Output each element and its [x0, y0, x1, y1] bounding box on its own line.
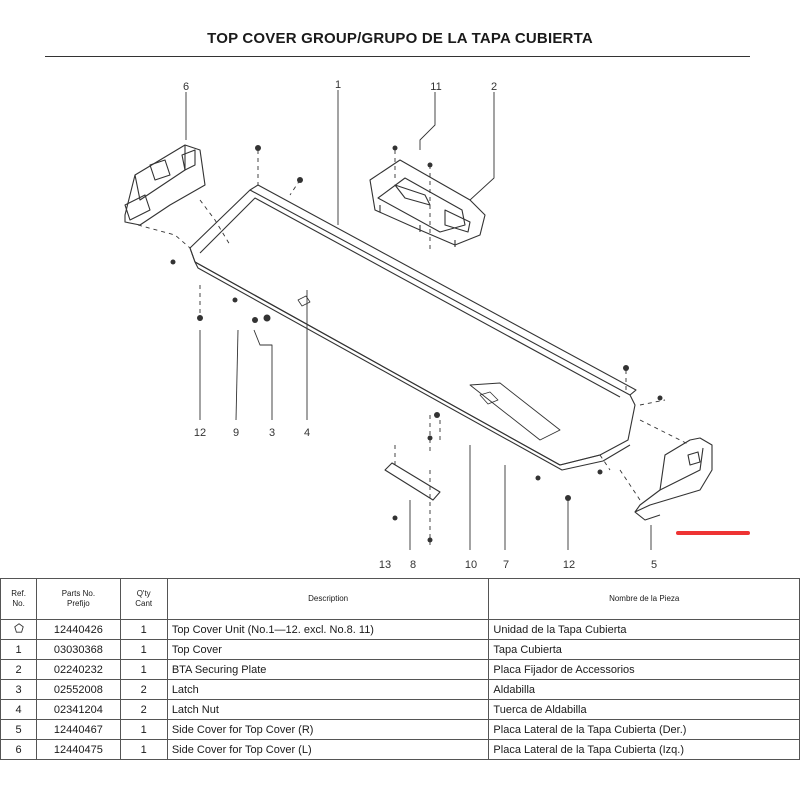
cell-nombre: Aldabilla: [488, 679, 800, 700]
latch-plate: [384, 462, 441, 501]
cell-qty: 2: [119, 699, 168, 720]
callout-12-right: 12: [563, 559, 575, 571]
table-row: 2 02240232 1 BTA Securing Plate Placa Fi…: [0, 659, 800, 680]
cell-qty: 1: [119, 719, 168, 740]
header-part-no: Parts No.Prefijo: [36, 578, 121, 620]
cell-part-no: 12440426: [36, 619, 121, 640]
cell-nombre: Placa Fijador de Accessorios: [488, 659, 800, 680]
cell-part-no: 12440475: [36, 739, 121, 760]
cell-description: Side Cover for Top Cover (L): [166, 739, 490, 760]
cell-ref: 5: [0, 719, 38, 740]
cell-qty: 2: [119, 679, 168, 700]
callout-3: 3: [269, 427, 275, 439]
cell-ref: 2: [0, 659, 38, 680]
cell-qty: 1: [119, 619, 168, 640]
cell-part-no: 02552008: [36, 679, 121, 700]
cell-ref: [0, 619, 38, 640]
cell-nombre: Placa Lateral de la Tapa Cubierta (Der.): [488, 719, 800, 740]
title-underline: [45, 56, 750, 57]
cell-description: Latch: [166, 679, 490, 700]
header-description: Description: [166, 578, 490, 620]
cell-nombre: Tuerca de Aldabilla: [488, 699, 800, 720]
right-side-cover: [634, 437, 713, 521]
left-side-cover: [124, 144, 206, 226]
red-annotation-mark: [676, 531, 750, 535]
cell-description: Side Cover for Top Cover (R): [166, 719, 490, 740]
callout-12-left: 12: [194, 427, 206, 439]
table-row: 12440426 1 Top Cover Unit (No.1—12. excl…: [0, 619, 800, 640]
callout-2: 2: [491, 81, 497, 93]
cell-ref: 6: [0, 739, 38, 760]
callout-9: 9: [233, 427, 239, 439]
callout-5: 5: [651, 559, 657, 571]
callout-1: 1: [335, 79, 341, 91]
header-nombre: Nombre de la Pieza: [488, 578, 800, 620]
callout-10: 10: [465, 559, 477, 571]
bta-securing-plate: [369, 159, 486, 247]
callout-8: 8: [410, 559, 416, 571]
cell-ref: 3: [0, 679, 38, 700]
cell-description: Latch Nut: [166, 699, 490, 720]
cell-part-no: 02341204: [36, 699, 121, 720]
cell-nombre: Placa Lateral de la Tapa Cubierta (Izq.): [488, 739, 800, 760]
cell-qty: 1: [119, 639, 168, 660]
callout-7: 7: [503, 559, 509, 571]
table-row: 1 03030368 1 Top Cover Tapa Cubierta: [0, 639, 800, 660]
cell-part-no: 03030368: [36, 639, 121, 660]
cell-qty: 1: [119, 659, 168, 680]
table-row: 5 12440467 1 Side Cover for Top Cover (R…: [0, 719, 800, 740]
table-row: 3 02552008 2 Latch Aldabilla: [0, 679, 800, 700]
table-row: 6 12440475 1 Side Cover for Top Cover (L…: [0, 739, 800, 760]
cell-nombre: Unidad de la Tapa Cubierta: [488, 619, 800, 640]
cell-description: BTA Securing Plate: [166, 659, 490, 680]
header-ref: Ref.No.: [0, 578, 38, 620]
pentagon-icon: [13, 623, 24, 633]
callout-4: 4: [304, 427, 310, 439]
cell-ref: 4: [0, 699, 38, 720]
callout-11: 11: [430, 81, 441, 93]
callout-13: 13: [379, 559, 391, 571]
callout-6-top: 6: [183, 81, 189, 93]
exploded-parts-diagram: 6 1 11 2 12 9 3 4 13 8 10 7 12 5: [124, 79, 713, 571]
cell-part-no: 12440467: [36, 719, 121, 740]
table-row: 4 02341204 2 Latch Nut Tuerca de Aldabil…: [0, 699, 800, 720]
top-cover-panel: [189, 184, 637, 471]
cell-qty: 1: [119, 739, 168, 760]
page-title: TOP COVER GROUP/GRUPO DE LA TAPA CUBIERT…: [207, 30, 593, 47]
cell-description: Top Cover Unit (No.1—12. excl. No.8. 11): [166, 619, 490, 640]
cell-description: Top Cover: [166, 639, 490, 660]
cell-nombre: Tapa Cubierta: [488, 639, 800, 660]
cell-ref: 1: [0, 639, 38, 660]
cell-part-no: 02240232: [36, 659, 121, 680]
